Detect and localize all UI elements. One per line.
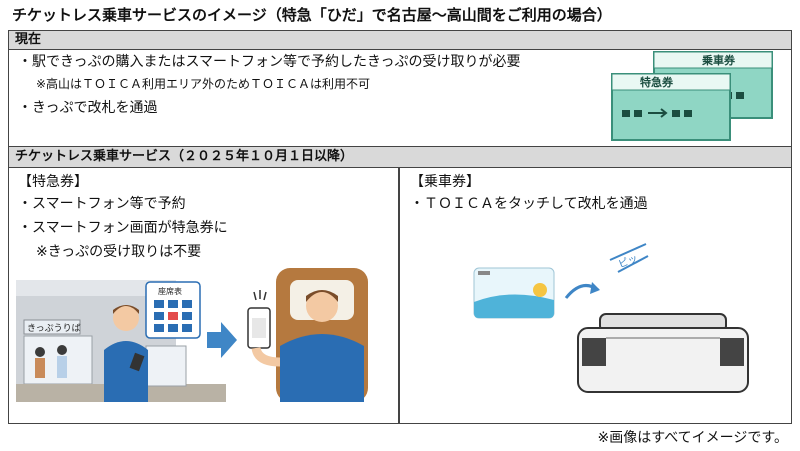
express-item-2: ・スマートフォン画面が特急券に <box>18 220 228 236</box>
express-ticket-icon: 特急券 <box>611 73 731 141</box>
fare-heading: 【乗車券】 <box>410 174 480 190</box>
express-heading: 【特急券】 <box>18 174 88 190</box>
ticket-booth-sign: きっぷうりば <box>27 323 81 334</box>
right-arrow-icon <box>207 322 237 358</box>
seat-map-title: 座席表 <box>158 286 182 296</box>
ticketless-section-header: チケットレス乗車サービス（２０２５年１０月１日以降） <box>8 146 792 168</box>
person-booking-icon <box>104 305 148 402</box>
fare-ticket-label: 乗車券 <box>702 53 736 67</box>
express-ticket-label: 特急券 <box>640 75 674 89</box>
express-note: ※きっぷの受け取りは不要 <box>36 244 202 260</box>
current-line-1: ・駅できっぷの購入またはスマートフォン等で予約したきっぷの受け取りが必要 <box>18 54 521 70</box>
footer-note: ※画像はすべてイメージです。 <box>597 430 788 446</box>
fare-item-1: ・ＴＯＩＣＡをタッチして改札を通過 <box>410 196 648 212</box>
ic-card-icon <box>473 267 555 319</box>
ticket-gate-icon <box>577 313 749 393</box>
express-item-1: ・スマートフォン等で予約 <box>18 196 186 212</box>
seat-map-bubble: 座席表 <box>145 281 201 339</box>
current-section-header: 現在 <box>8 30 792 50</box>
column-divider <box>398 168 400 424</box>
page-title: チケットレス乗車サービスのイメージ（特急「ひだ」で名古屋～高山間をご利用の場合） <box>12 6 612 24</box>
ic-card-gate-illustration: ピッ <box>473 243 749 393</box>
current-line-2: ・きっぷで改札を通過 <box>18 100 158 116</box>
paper-tickets-illustration: 乗車券 特急券 <box>611 51 773 141</box>
current-note: ※高山はＴＯＩＣＡ利用エリア外のためＴＯＩＣＡは利用不可 <box>36 77 371 91</box>
seated-passenger-illustration <box>247 268 368 402</box>
smartphone-ticket-icon <box>247 290 271 349</box>
station-booth-illustration: きっぷうりば 座席表 <box>16 280 226 402</box>
